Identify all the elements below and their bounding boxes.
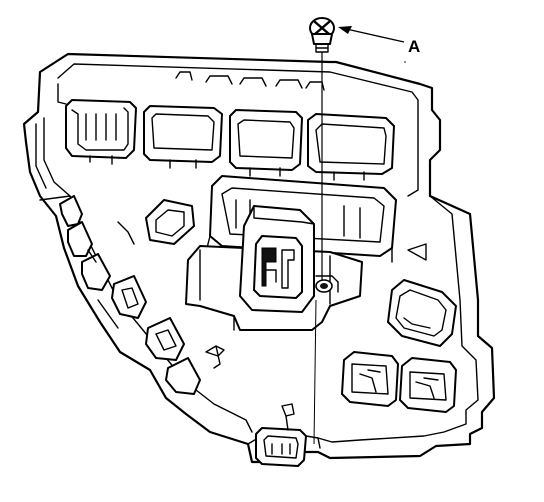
- stray-dot: [404, 61, 406, 63]
- connector-socket-2: [143, 105, 223, 169]
- relay-socket: [239, 205, 315, 313]
- connector-socket-1: [65, 99, 137, 165]
- bottom-connector: [255, 403, 307, 467]
- small-socket-left: [117, 199, 195, 245]
- callout-label: A: [408, 37, 420, 56]
- left-side-connectors: [59, 195, 201, 395]
- connector-socket-4: [307, 113, 395, 181]
- right-side-connectors: [341, 243, 457, 413]
- callout-a: A: [338, 26, 420, 56]
- screw-axis-extension: [313, 299, 317, 445]
- screw-hole: [315, 275, 339, 293]
- screw-icon: [309, 17, 335, 53]
- callout-arrowhead: [338, 26, 352, 34]
- connector-socket-3: [229, 109, 303, 177]
- callout-leader-line: [341, 27, 405, 43]
- locating-peg: [205, 345, 225, 369]
- top-connector-row: [65, 71, 395, 181]
